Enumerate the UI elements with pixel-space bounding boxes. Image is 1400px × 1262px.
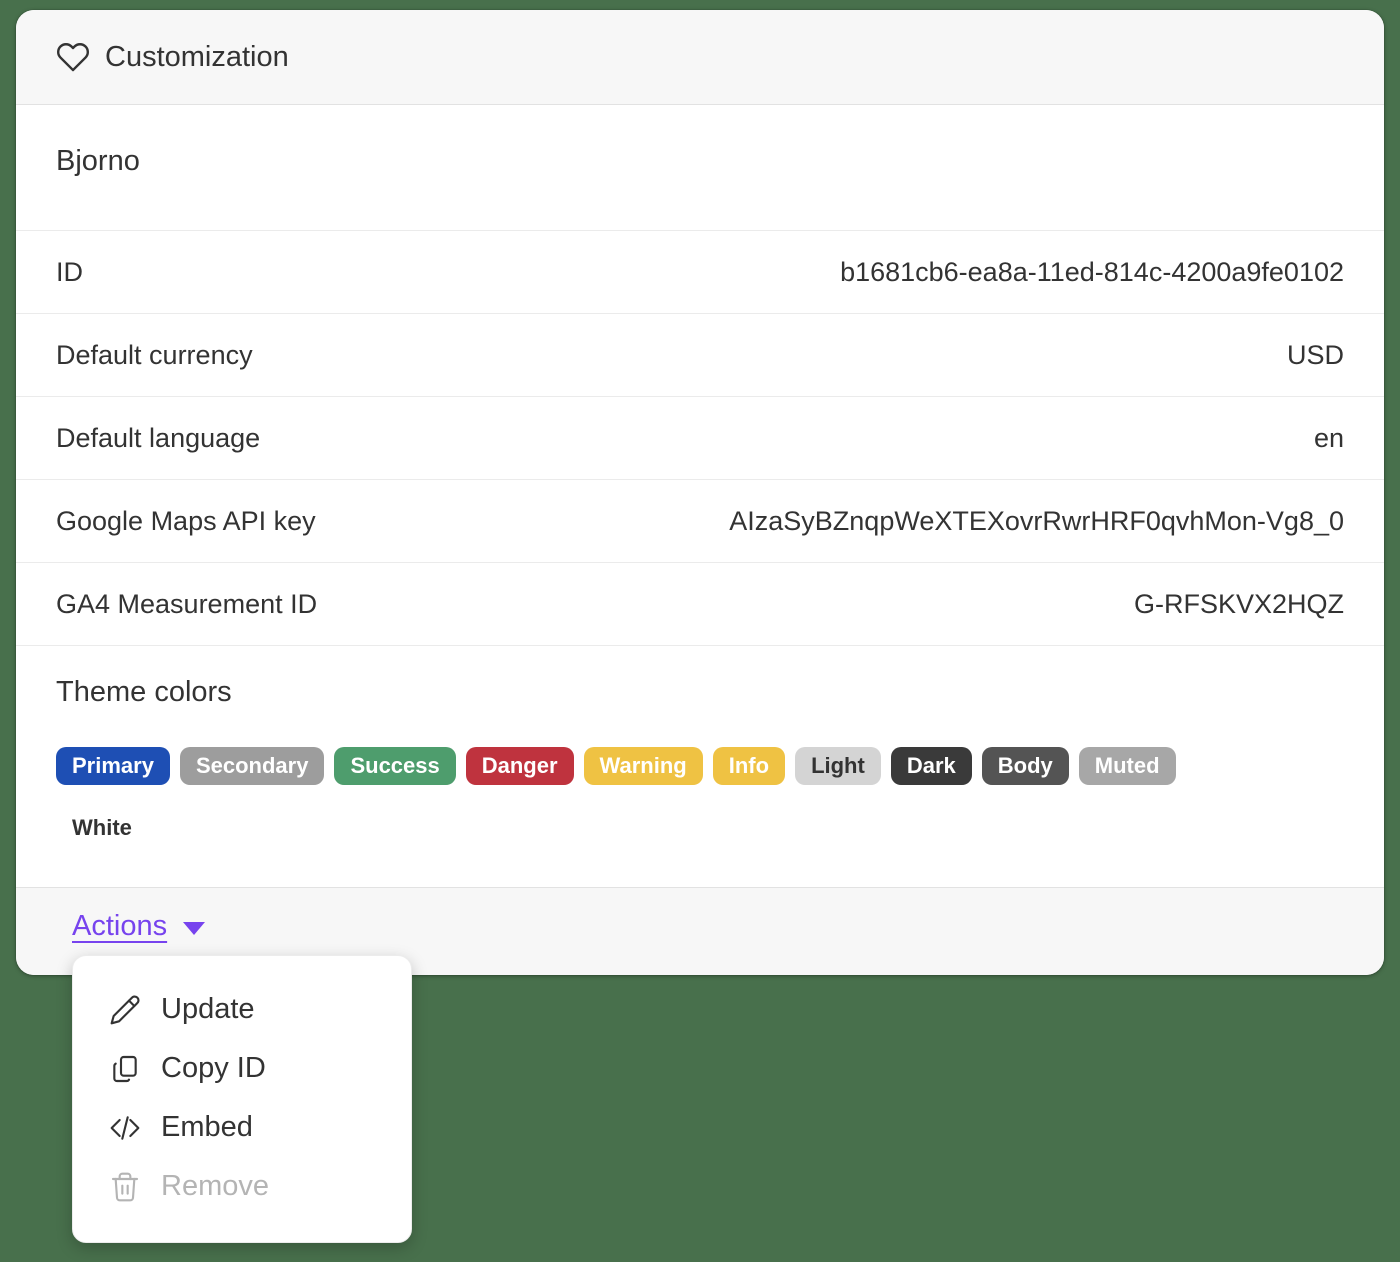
menu-item-label: Update: [161, 993, 255, 1025]
menu-item-label: Embed: [161, 1111, 253, 1143]
theme-colors-title: Theme colors: [56, 676, 232, 708]
pencil-icon: [109, 994, 141, 1026]
menu-item-embed[interactable]: Embed: [73, 1098, 411, 1157]
field-row-default-language: Default language en: [16, 397, 1384, 480]
field-value: G-RFSKVX2HQZ: [1133, 589, 1344, 619]
field-row-ga4-measurement-id: GA4 Measurement ID G-RFSKVX2HQZ: [16, 563, 1384, 646]
field-value: en: [1313, 423, 1344, 453]
heart-icon: [56, 40, 90, 74]
actions-dropdown-toggle[interactable]: Actions: [72, 910, 206, 943]
theme-badge-white: White: [56, 809, 148, 847]
record-name: Bjorno: [16, 105, 1384, 231]
theme-badge-light: Light: [795, 747, 881, 785]
field-row-default-currency: Default currency USD: [16, 314, 1384, 397]
menu-item-copy-id[interactable]: Copy ID: [73, 1039, 411, 1098]
menu-item-label: Remove: [161, 1170, 269, 1202]
code-icon: [109, 1112, 141, 1144]
field-value: USD: [1286, 340, 1344, 370]
field-label: GA4 Measurement ID: [56, 589, 318, 619]
field-label: Default currency: [56, 340, 253, 370]
theme-badge-warning: Warning: [583, 747, 703, 785]
field-label: ID: [56, 257, 83, 287]
field-row-google-maps-api-key: Google Maps API key AIzaSyBZnqpWeXTEXovrR…: [16, 480, 1384, 563]
card-header: Customization: [16, 10, 1384, 105]
field-label: Default language: [56, 423, 261, 453]
field-value: b1681cb6-ea8a-11ed-814c-4200a9fe0102: [840, 257, 1344, 287]
theme-badge-danger: Danger: [465, 747, 574, 785]
card-title: Customization: [105, 40, 289, 73]
theme-badge-body: Body: [981, 747, 1069, 785]
field-value: AIzaSyBZnqpWeXTEXovrRwrHRF0qvhMon-Vg8_0: [729, 506, 1344, 536]
menu-item-label: Copy ID: [161, 1052, 266, 1084]
theme-badge-success: Success: [334, 747, 456, 785]
theme-badge-muted: Muted: [1078, 747, 1176, 785]
actions-label: Actions: [72, 910, 168, 942]
theme-badge-info: Info: [712, 747, 786, 785]
theme-badge-secondary: Secondary: [179, 747, 325, 785]
trash-icon: [109, 1171, 141, 1203]
theme-badge-dark: Dark: [890, 747, 972, 785]
customization-card: Customization Bjorno ID b1681cb6-ea8a-11e…: [16, 10, 1384, 975]
menu-item-update[interactable]: Update: [73, 980, 411, 1039]
field-label: Google Maps API key: [56, 506, 316, 536]
field-row-id: ID b1681cb6-ea8a-11ed-814c-4200a9fe0102: [16, 231, 1384, 314]
caret-down-icon: [183, 922, 206, 935]
menu-item-remove: Remove: [73, 1157, 411, 1216]
theme-badge-primary: Primary: [56, 747, 170, 785]
copy-icon: [109, 1053, 141, 1085]
